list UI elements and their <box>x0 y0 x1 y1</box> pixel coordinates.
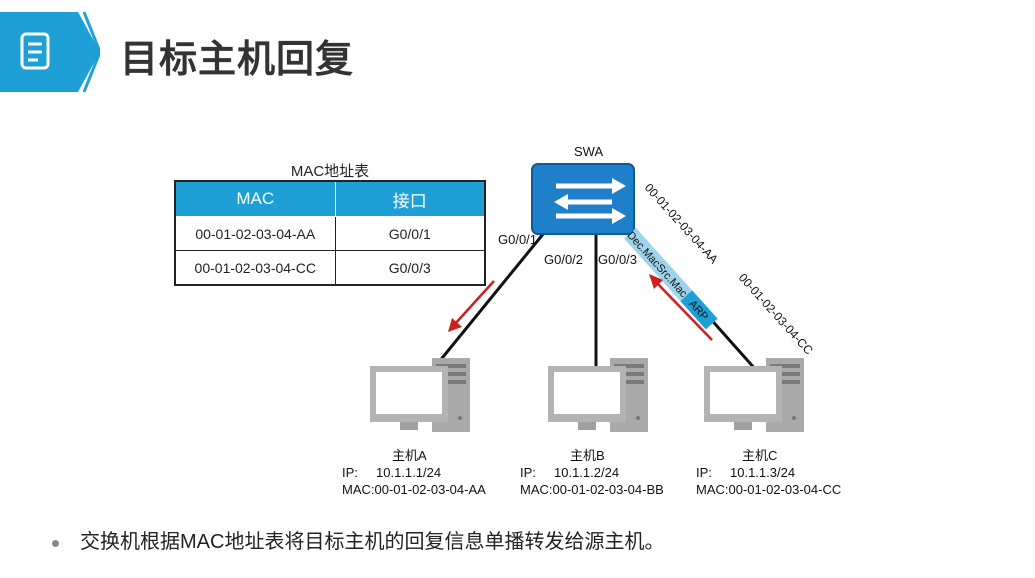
port-label-g002: G0/0/2 <box>544 252 584 267</box>
header-badge <box>0 11 100 93</box>
table-row: 00-01-02-03-04-CC G0/0/3 <box>174 250 486 286</box>
page-title: 目标主机回复 <box>120 37 355 81</box>
port-label-g003: G0/0/3 <box>598 252 638 267</box>
host-a-info: IP: 10.1.1.1/24 MAC:00-01-02-03-04-AA <box>342 464 486 498</box>
host-b-computer-icon <box>548 358 648 432</box>
table-cell-port: G0/0/1 <box>334 216 486 251</box>
table-cell-mac: 00-01-02-03-04-CC <box>174 250 336 286</box>
port-label-g001: G0/0/1 <box>498 232 538 247</box>
mac-address-table: MAC 接口 00-01-02-03-04-AA G0/0/1 00-01-02… <box>174 180 486 286</box>
mac-table-caption: MAC地址表 <box>290 163 370 180</box>
host-c-ip-label: IP: <box>696 465 712 480</box>
host-a-ip-label: IP: <box>342 465 358 480</box>
host-c-ip: 10.1.1.3/24 <box>730 465 796 480</box>
bullet-dot <box>52 540 59 547</box>
link-swa-hosta <box>432 227 550 369</box>
table-row: 00-01-02-03-04-AA G0/0/1 <box>174 216 486 251</box>
port-column-header: 接口 <box>334 180 486 217</box>
host-c-name: 主机C <box>742 448 778 463</box>
switch-icon <box>531 163 635 235</box>
host-a-mac: MAC:00-01-02-03-04-AA <box>342 482 486 497</box>
document-icon <box>20 32 50 70</box>
switch-label: SWA <box>574 144 604 159</box>
host-b-ip-label: IP: <box>520 465 536 480</box>
footer-bullet-text: 交换机根据MAC地址表将目标主机的回复信息单播转发给源主机。 <box>80 531 665 553</box>
table-cell-port: G0/0/3 <box>334 250 486 286</box>
frame-src-mac: 00-01-02-03-04-CC <box>736 271 816 358</box>
host-b-ip: 10.1.1.2/24 <box>554 465 620 480</box>
host-c-mac: MAC:00-01-02-03-04-CC <box>696 482 842 497</box>
incoming-arrow-icon <box>649 274 713 341</box>
host-a-ip: 10.1.1.1/24 <box>376 465 442 480</box>
host-b-info: IP: 10.1.1.2/24 MAC:00-01-02-03-04-BB <box>520 464 664 498</box>
host-a-computer-icon <box>370 358 470 432</box>
host-b-mac: MAC:00-01-02-03-04-BB <box>520 482 664 497</box>
host-c-info: IP: 10.1.1.3/24 MAC:00-01-02-03-04-CC <box>696 464 841 498</box>
host-c-computer-icon <box>704 358 804 432</box>
table-cell-mac: 00-01-02-03-04-AA <box>174 216 336 251</box>
host-b-name: 主机B <box>570 448 605 463</box>
forward-arrow-icon <box>448 280 495 332</box>
host-a-name: 主机A <box>392 448 427 463</box>
